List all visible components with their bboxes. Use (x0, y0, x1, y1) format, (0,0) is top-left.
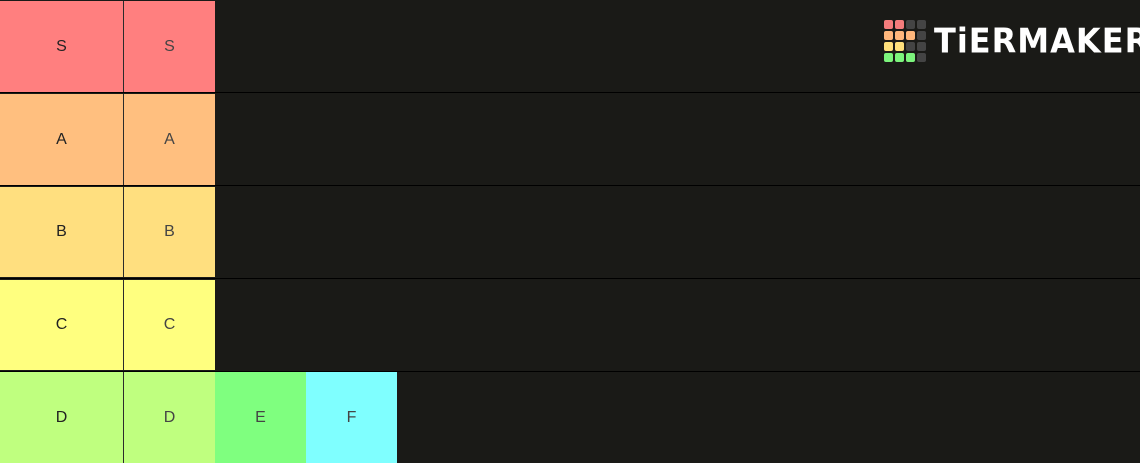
tier-items-a[interactable]: A (124, 94, 215, 185)
logo-grid-cell (917, 31, 926, 40)
tier-item[interactable]: F (306, 372, 397, 463)
row-divider (0, 371, 1140, 372)
logo-grid-cell (884, 20, 893, 29)
logo-grid-cell (884, 42, 893, 51)
tier-label-c[interactable]: C (0, 280, 124, 370)
tier-item[interactable]: B (124, 187, 215, 277)
tier-item[interactable]: S (124, 1, 215, 92)
tier-items-s[interactable]: S (124, 1, 215, 92)
row-divider (0, 185, 1140, 186)
tier-items-b[interactable]: B (124, 187, 215, 277)
logo-grid-cell (895, 53, 904, 62)
logo-grid-cell (917, 53, 926, 62)
tier-label-d[interactable]: D (0, 372, 124, 463)
logo-grid-cell (895, 42, 904, 51)
logo-grid-cell (906, 20, 915, 29)
logo-grid-cell (884, 31, 893, 40)
tier-label-a[interactable]: A (0, 94, 124, 185)
tier-row-b: B B (0, 187, 1140, 277)
tier-row-c: C C (0, 280, 1140, 370)
tier-label-s[interactable]: S (0, 1, 124, 92)
logo-grid-cell (917, 20, 926, 29)
logo-grid-cell (906, 42, 915, 51)
logo-grid-cell (895, 31, 904, 40)
tiermaker-logo[interactable]: TiERMAKER (884, 20, 1140, 62)
tier-row-a: A A (0, 94, 1140, 185)
tier-row-s: S S (0, 1, 1140, 92)
tier-item[interactable]: A (124, 94, 215, 185)
row-divider (0, 92, 1140, 93)
tier-item[interactable]: C (124, 280, 215, 370)
logo-grid-cell (906, 53, 915, 62)
tier-label-b[interactable]: B (0, 187, 124, 277)
tier-item[interactable]: D (124, 372, 215, 463)
tier-row-d: D D E F (0, 372, 1140, 463)
tier-items-d[interactable]: D E F (124, 372, 397, 463)
logo-grid-icon (884, 20, 926, 62)
logo-grid-cell (906, 31, 915, 40)
logo-wordmark: TiERMAKER (934, 21, 1140, 61)
row-divider (0, 278, 1140, 279)
tier-items-c[interactable]: C (124, 280, 215, 370)
tier-item[interactable]: E (215, 372, 306, 463)
logo-grid-cell (895, 20, 904, 29)
logo-grid-cell (917, 42, 926, 51)
logo-grid-cell (884, 53, 893, 62)
